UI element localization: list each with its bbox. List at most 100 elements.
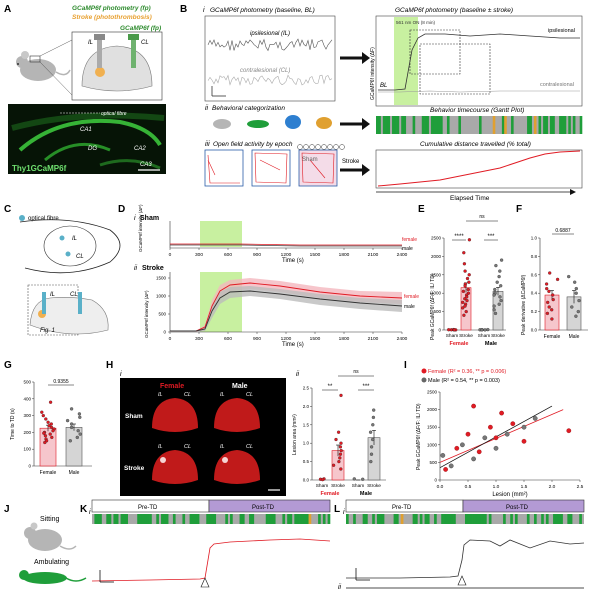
d-i-female-trace: [170, 243, 402, 246]
a-cl-label: CL: [141, 40, 149, 46]
ytick-label: 0.8: [531, 254, 538, 259]
e-female-group: Female: [450, 341, 469, 347]
panel-j: J Sitting Ambulating: [4, 504, 87, 584]
h-il-4: IL: [220, 444, 225, 450]
gantt-ambulating-segment: [503, 514, 506, 524]
h-stroke-label: Stroke: [124, 465, 145, 472]
data-point: [492, 308, 496, 312]
ytick-label: 300: [23, 413, 31, 418]
zoom-box-1: [409, 29, 461, 75]
gantt-ambulating-segment: [567, 514, 571, 524]
data-point: [493, 287, 497, 292]
baseline-box: [204, 15, 336, 102]
fibre-dot-icon: [19, 215, 25, 221]
gantt-ambulating-segment: [510, 514, 513, 524]
d-i-female: female: [402, 237, 417, 243]
gantt-ambulating-segment: [526, 514, 530, 524]
gantt-ambulating-segment: [379, 514, 382, 524]
x-category-label: Sham: [352, 483, 365, 489]
gantt-ambulating-segment: [511, 116, 514, 134]
d-xtick-label: 2100: [368, 252, 379, 258]
data-point: [483, 328, 487, 332]
data-point: [372, 408, 376, 412]
d-i-label: i: [134, 215, 136, 222]
gantt-ambulating-segment: [139, 514, 143, 524]
d-xtick-label: 2400: [397, 252, 408, 258]
gantt-ambulating-segment: [568, 116, 571, 134]
d-i-laser: [200, 221, 242, 247]
data-point: [497, 274, 501, 279]
data-point: [338, 445, 343, 449]
j-ambulating-label: Ambulating: [34, 559, 69, 566]
i-female-point: [476, 449, 482, 455]
i-xlabel: Lesion (mm²): [492, 492, 527, 498]
gantt-other-segment: [504, 116, 507, 134]
data-point: [499, 284, 503, 288]
data-point: [49, 422, 53, 426]
ytick-label: 0.4: [531, 291, 538, 296]
gantt-ambulating-segment: [401, 116, 404, 134]
gantt-ambulating-segment: [553, 514, 556, 524]
i-male-point: [521, 424, 527, 430]
ambulating-mouse-icon: [19, 570, 87, 584]
ytick-label: 1.0: [303, 441, 310, 446]
gantt-ambulating-segment: [394, 116, 397, 134]
gantt-other-segment: [492, 116, 496, 134]
data-point: [361, 477, 365, 481]
gantt-ambulating-segment: [395, 514, 399, 524]
data-point: [40, 410, 44, 414]
data-point: [573, 280, 577, 284]
g-female-label: Female: [40, 470, 57, 476]
gantt-ambulating-segment: [421, 116, 425, 134]
gantt-ambulating-segment: [561, 116, 564, 134]
data-point: [467, 273, 471, 277]
fibre-right-icon: [131, 38, 136, 68]
ytick-label: 2.0: [303, 404, 310, 409]
bl-label: BL: [380, 83, 387, 89]
ytick-label: 1.0: [531, 236, 538, 241]
panel-i-letter: I: [404, 360, 407, 371]
h-cl-1: CL: [184, 392, 191, 398]
gantt-ambulating-segment: [430, 116, 434, 134]
cumulative-line: [377, 150, 581, 187]
gantt-ambulating-segment: [412, 514, 416, 524]
d-xtick-label: 1200: [281, 336, 292, 342]
gantt-ambulating-segment: [514, 514, 518, 524]
i-male-point: [482, 435, 488, 441]
h-cl-3: CL: [184, 444, 191, 450]
thy1-label: Thy1GCaMP6f: [12, 164, 67, 173]
panel-h: H i Female Male Sham Stroke IL CL IL CL …: [106, 360, 386, 497]
gantt-ambulating-segment: [239, 514, 243, 524]
gantt-ambulating-segment: [189, 514, 193, 524]
data-point: [466, 287, 470, 292]
panel-f-letter: F: [516, 204, 522, 215]
gantt-ambulating-segment: [501, 116, 505, 134]
open-field-1: [204, 149, 244, 187]
ca2-label: CA2: [134, 146, 146, 152]
fibre-left-icon: [97, 38, 102, 68]
i-male-point: [460, 442, 465, 448]
gantt-other-segment: [533, 116, 537, 134]
gantt-ambulating-segment: [194, 514, 198, 524]
gantt-ambulating-segment: [99, 514, 102, 524]
data-point: [545, 311, 550, 316]
i-xtick-label: 0.5: [465, 484, 472, 490]
laser-window: [394, 17, 418, 105]
ipsi-end-label: ipsilesional: [548, 28, 575, 34]
l-trace: [346, 539, 585, 579]
i-female-point: [471, 403, 476, 409]
data-point: [498, 295, 502, 299]
g-p-value: 0.9355: [53, 379, 69, 385]
gantt-ambulating-segment: [163, 514, 167, 524]
data-point: [462, 262, 467, 266]
data-point: [43, 434, 48, 438]
data-point: [369, 452, 374, 456]
gantt-ambulating-segment: [144, 514, 148, 524]
h-i-label: i: [120, 371, 122, 378]
data-point: [49, 425, 54, 430]
data-point: [495, 280, 499, 284]
data-point: [463, 269, 467, 273]
h-il-1: IL: [158, 392, 163, 398]
